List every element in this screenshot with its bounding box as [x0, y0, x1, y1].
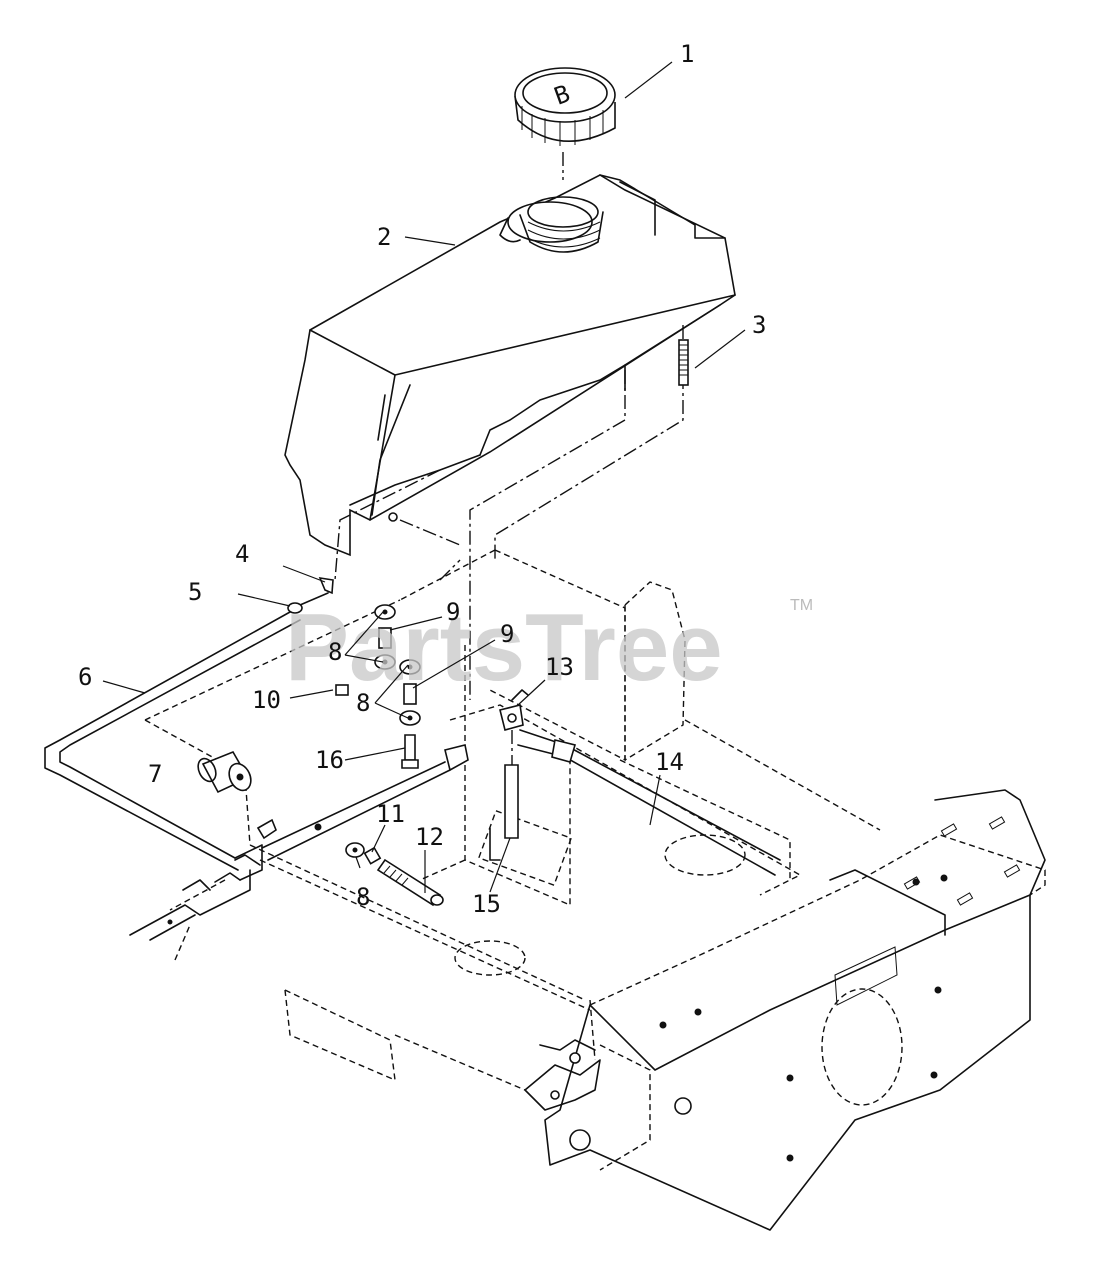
rear-bracket — [524, 1039, 601, 1111]
fuel-tank — [284, 174, 736, 557]
callout-9-a: 9 — [446, 598, 460, 626]
callout-8-c: 8 — [356, 883, 370, 911]
callout-6: 6 — [78, 663, 92, 691]
callout-2: 2 — [377, 223, 391, 251]
leader-lines — [102, 61, 746, 893]
mount-hardware-upper — [335, 604, 421, 769]
watermark-trademark: TM — [790, 597, 813, 614]
left-front-bracket — [129, 854, 261, 961]
callout-11: 11 — [376, 800, 405, 828]
callout-14: 14 — [655, 748, 684, 776]
callout-9-b: 9 — [500, 620, 514, 648]
callout-7: 7 — [148, 760, 162, 788]
callout-labels: 1 2 3 4 5 6 7 8 9 9 8 10 8 11 8 12 13 14… — [78, 40, 766, 918]
watermark: PartsTree — [285, 594, 723, 701]
shutoff-valve — [489, 689, 529, 861]
callout-1: 1 — [680, 40, 694, 68]
callout-5: 5 — [188, 578, 202, 606]
fuel-filter — [197, 750, 252, 794]
callout-4: 4 — [235, 540, 249, 568]
callout-13: 13 — [545, 653, 574, 681]
callout-8-b: 8 — [356, 689, 370, 717]
assembly-centerlines — [334, 152, 684, 700]
callout-10: 10 — [252, 686, 281, 714]
callout-3: 3 — [752, 311, 766, 339]
fuel-cap: B — [514, 67, 616, 146]
right-side-plate — [544, 789, 1046, 1231]
callout-8-a: 8 — [328, 638, 342, 666]
callout-16: 16 — [315, 746, 344, 774]
stud-part-3 — [678, 339, 689, 386]
callout-15: 15 — [472, 890, 501, 918]
callout-12: 12 — [415, 823, 444, 851]
fuel-line-rear — [261, 729, 781, 907]
